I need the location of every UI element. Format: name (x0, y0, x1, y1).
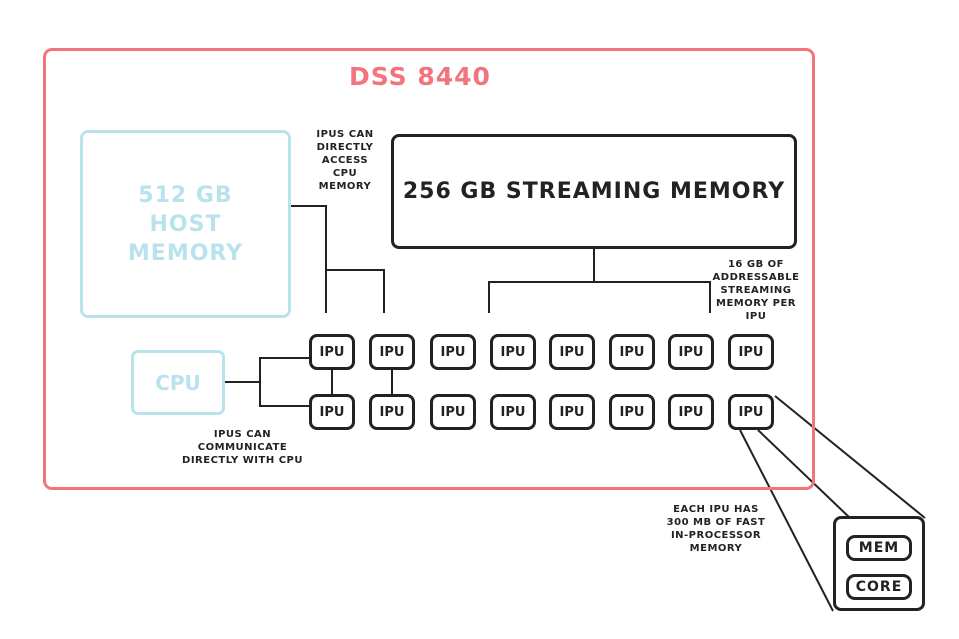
ipu-r1-3: IPU (430, 334, 476, 370)
note-addressable-memory: 16 GB OF ADDRESSABLE STREAMING MEMORY PE… (712, 259, 800, 322)
ipu-r1-1: IPU (309, 334, 355, 370)
host-memory-box: 512 GB HOST MEMORY (80, 130, 291, 318)
dss-8440-frame (43, 48, 815, 490)
ipu-r1-8: IPU (728, 334, 774, 370)
core-block: CORE (846, 574, 912, 600)
ipu-r2-3: IPU (430, 394, 476, 430)
ipu-r2-4: IPU (490, 394, 536, 430)
system-title: DSS 8440 (349, 62, 491, 91)
note-communicate-cpu: IPUS CAN COMMUNICATE DIRECTLY WITH CPU (182, 429, 303, 466)
host-memory-label: 512 GB HOST MEMORY (127, 182, 244, 266)
note-cpu-access: IPUS CAN DIRECTLY ACCESS CPU MEMORY (316, 129, 374, 192)
ipu-r1-5: IPU (549, 334, 595, 370)
ipu-r1-6: IPU (609, 334, 655, 370)
streaming-memory-box: 256 GB STREAMING MEMORY (391, 134, 797, 249)
note-each-ipu: EACH IPU HAS 300 MB OF FAST IN-PROCESSOR… (666, 504, 766, 554)
ipu-detail-box: MEM CORE (833, 516, 925, 611)
cpu-box: CPU (131, 350, 225, 415)
ipu-r2-1: IPU (309, 394, 355, 430)
mem-block: MEM (846, 535, 912, 561)
ipu-r2-2: IPU (369, 394, 415, 430)
ipu-r1-2: IPU (369, 334, 415, 370)
ipu-r2-5: IPU (549, 394, 595, 430)
ipu-r2-8: IPU (728, 394, 774, 430)
ipu-r1-7: IPU (668, 334, 714, 370)
ipu-r2-6: IPU (609, 394, 655, 430)
ipu-r2-7: IPU (668, 394, 714, 430)
ipu-r1-4: IPU (490, 334, 536, 370)
